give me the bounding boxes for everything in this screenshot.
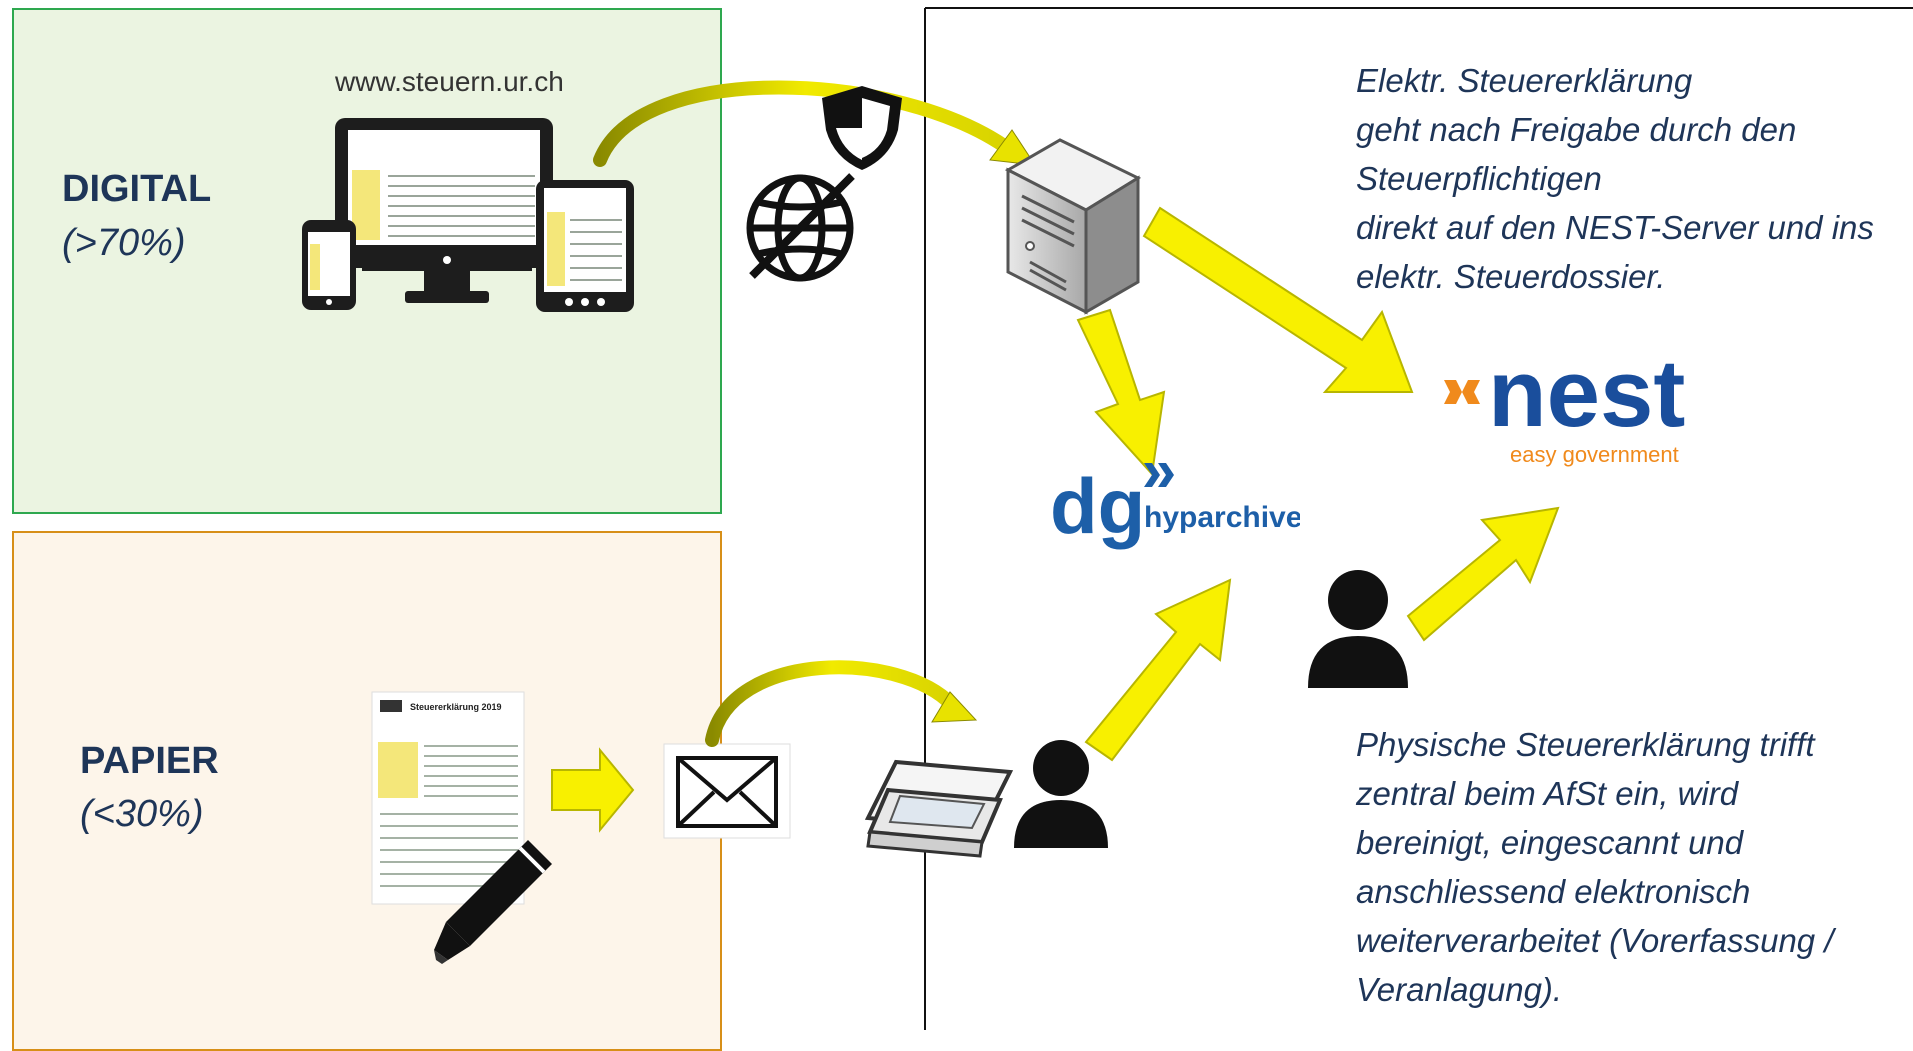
shield-icon bbox=[822, 86, 902, 170]
paper-note-line: Veranlagung). bbox=[1356, 971, 1563, 1008]
nest-tagline: easy government bbox=[1510, 442, 1679, 467]
nest-wordmark: nest bbox=[1488, 350, 1685, 447]
dg-chevron-icon bbox=[1144, 463, 1174, 487]
arc-arrow-digital bbox=[593, 80, 1037, 167]
globe-icon bbox=[746, 173, 855, 282]
paper-note-line: bereinigt, eingescannt und bbox=[1356, 824, 1744, 861]
paper-note-line: anschliessend elektronisch bbox=[1356, 873, 1751, 910]
dg-logo-graphic: dg hyparchive bbox=[1050, 462, 1302, 550]
digital-note-line: direkt auf den NEST-Server und ins bbox=[1356, 209, 1874, 246]
nest-logo-graphic: nest easy government bbox=[1444, 340, 1685, 467]
digital-note-line: geht nach Freigabe durch den bbox=[1356, 111, 1797, 148]
digital-note: Elektr. Steuererklärung geht nach Freiga… bbox=[1356, 56, 1874, 301]
envelope-icon bbox=[663, 743, 791, 839]
form-title-text: Steuererklärung 2019 bbox=[410, 702, 502, 712]
dg-hyparchive-logo: dg hyparchive bbox=[1040, 455, 1302, 555]
dg-wordmark: dg bbox=[1050, 462, 1145, 550]
arc-arrow-paper bbox=[705, 660, 978, 747]
devices-icon bbox=[302, 118, 634, 312]
digital-note-line: Steuerpflichtigen bbox=[1356, 160, 1602, 197]
digital-title: DIGITAL bbox=[62, 168, 212, 210]
pencil-icon bbox=[434, 840, 552, 964]
paper-note-line: Physische Steuererklärung trifft bbox=[1356, 726, 1815, 763]
papier-title: PAPIER bbox=[80, 740, 219, 782]
paper-form-icon: Steuererklärung 2019 bbox=[371, 691, 525, 905]
digital-share: (>70%) bbox=[62, 222, 186, 264]
scanner-icon bbox=[864, 759, 1014, 858]
portal-url: www.steuern.ur.ch bbox=[335, 66, 564, 97]
papier-share: (<30%) bbox=[80, 793, 204, 835]
person-icon bbox=[1014, 740, 1108, 848]
paper-note: Physische Steuererklärung trifft zentral… bbox=[1356, 720, 1834, 1014]
digital-note-line: elektr. Steuerdossier. bbox=[1356, 258, 1666, 295]
arrow-icon bbox=[551, 206, 1560, 833]
internal-area-frame bbox=[924, 7, 1913, 1030]
paper-note-line: zentral beim AfSt ein, wird bbox=[1356, 775, 1739, 812]
nest-logo: nest easy government bbox=[1430, 340, 1710, 480]
dg-subtitle: hyparchive bbox=[1144, 501, 1300, 534]
paper-note-line: weiterverarbeitet (Vorerfassung / bbox=[1356, 922, 1834, 959]
digital-note-line: Elektr. Steuererklärung bbox=[1356, 62, 1693, 99]
person-icon bbox=[1308, 570, 1408, 688]
server-icon bbox=[1004, 138, 1142, 315]
